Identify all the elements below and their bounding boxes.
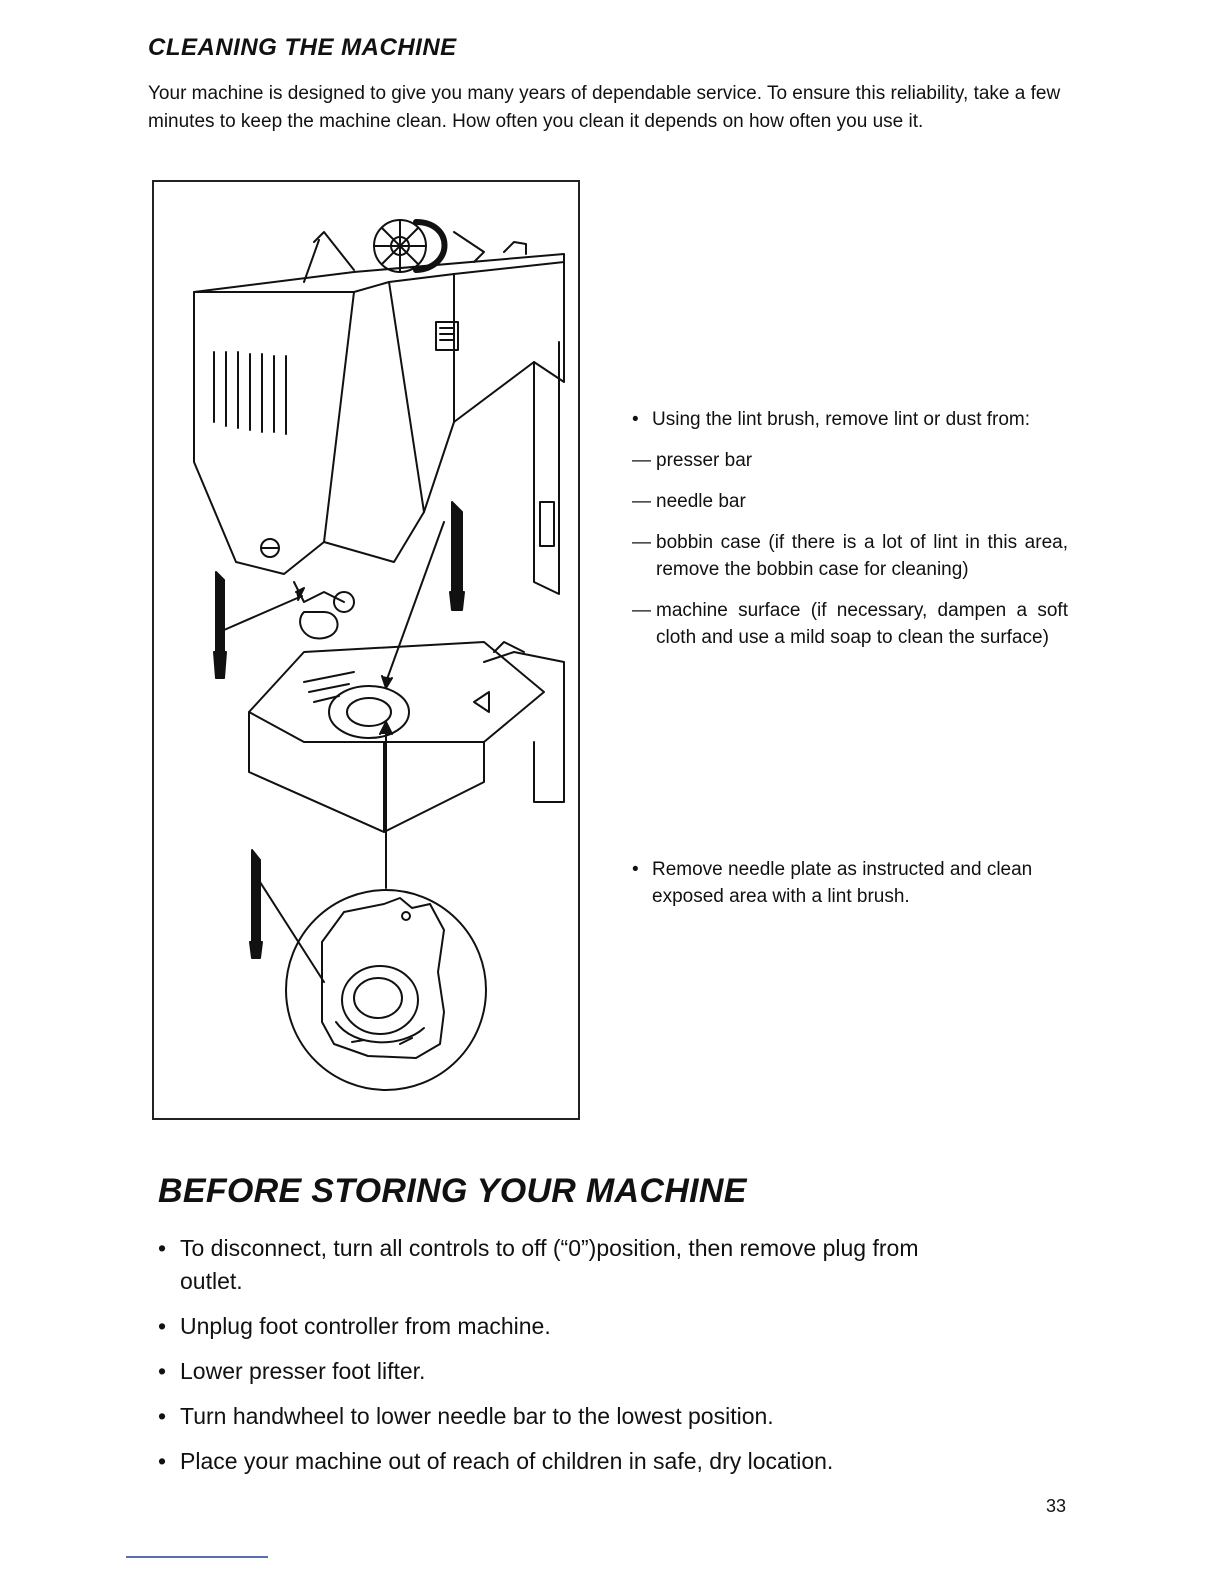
list-item: •Unplug foot controller from machine. xyxy=(158,1310,958,1343)
pointer-bobbin xyxy=(385,521,445,683)
bullet-icon: • xyxy=(632,409,639,430)
bottom-divider xyxy=(126,1556,268,1558)
pointer-zoom xyxy=(259,881,325,983)
dash-icon: — xyxy=(632,491,651,512)
list-item: •To disconnect, turn all controls to off… xyxy=(158,1232,958,1298)
bullet-icon: • xyxy=(158,1448,167,1474)
bobbin-case-detail xyxy=(321,897,445,1059)
bullet-icon: • xyxy=(158,1358,167,1384)
lint-brush-icon-3 xyxy=(249,849,263,959)
pointer-presser xyxy=(223,595,303,631)
vent-lines xyxy=(213,351,287,435)
lint-item: — needle bar xyxy=(632,488,1068,515)
machine-column xyxy=(533,341,560,595)
machine-bed xyxy=(248,641,545,743)
lint-item: — machine surface (if necessary, dampen … xyxy=(632,597,1068,651)
needle-plate-instructions: • Remove needle plate as instructed and … xyxy=(632,856,1068,910)
lint-item: — bobbin case (if there is a lot of lint… xyxy=(632,529,1068,583)
zoom-circle xyxy=(285,889,487,1091)
list-item: •Lower presser foot lifter. xyxy=(158,1355,958,1388)
needle-plate-bullet: • Remove needle plate as instructed and … xyxy=(632,856,1068,910)
lint-bullet: • Using the lint brush, remove lint or d… xyxy=(632,406,1068,433)
bullet-icon: • xyxy=(632,859,639,880)
arrow-mark xyxy=(473,691,490,713)
machine-arm xyxy=(453,261,565,423)
dial xyxy=(435,321,459,351)
dash-icon: — xyxy=(632,600,651,621)
list-item: •Place your machine out of reach of chil… xyxy=(158,1445,958,1478)
lint-instructions: • Using the lint brush, remove lint or d… xyxy=(632,406,1068,651)
lint-brush-icon-2 xyxy=(449,501,465,611)
lint-brush-icon-1 xyxy=(213,571,227,679)
list-item: •Turn handwheel to lower needle bar to t… xyxy=(158,1400,958,1433)
free-arm xyxy=(483,651,565,803)
lint-item: — presser bar xyxy=(632,447,1068,474)
storing-list: •To disconnect, turn all controls to off… xyxy=(158,1232,958,1490)
dash-icon: — xyxy=(632,532,651,553)
bullet-icon: • xyxy=(158,1403,167,1429)
cleaning-intro: Your machine is designed to give you man… xyxy=(148,83,1061,132)
bullet-icon: • xyxy=(158,1313,167,1339)
bobbin-area xyxy=(328,685,410,739)
dash-icon: — xyxy=(632,450,651,471)
thread-guide xyxy=(313,231,355,271)
storing-title: BEFORE STORING YOUR MACHINE xyxy=(158,1172,747,1210)
cleaning-illustration xyxy=(152,180,580,1120)
cleaning-title: CLEANING THE MACHINE xyxy=(148,34,457,61)
bullet-icon: • xyxy=(158,1235,167,1261)
spool-pin xyxy=(503,241,527,255)
page-number: 33 xyxy=(1046,1496,1067,1516)
